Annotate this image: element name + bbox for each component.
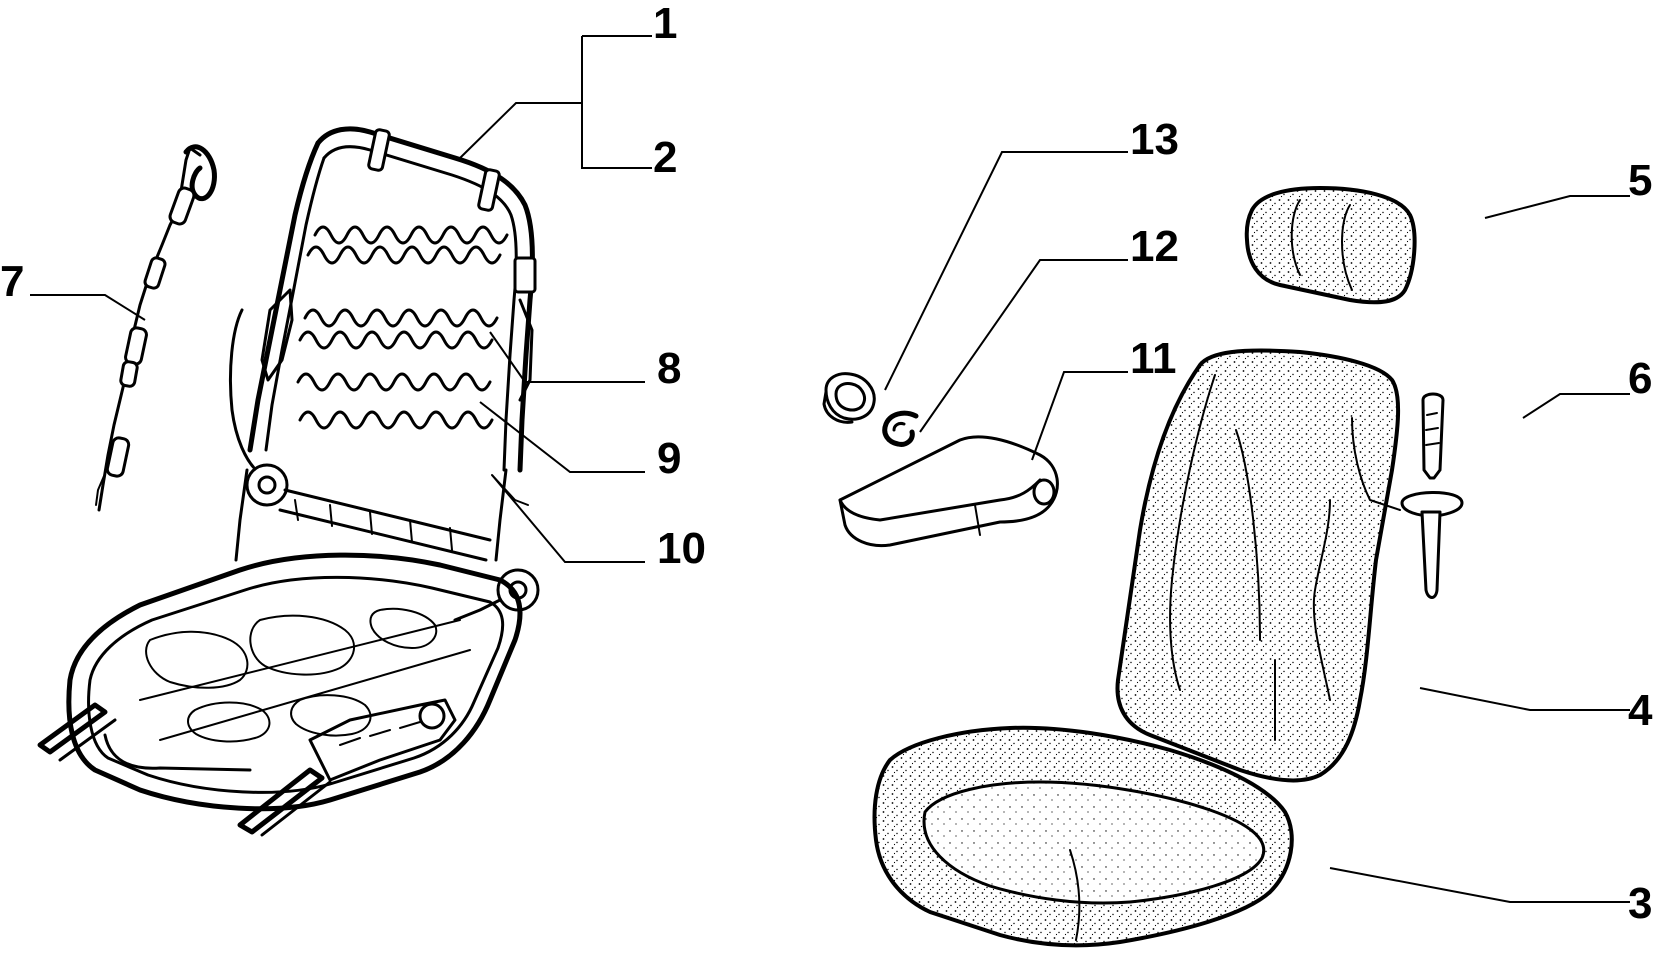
headrest-guide-part xyxy=(1400,392,1464,599)
headrest-part xyxy=(1244,186,1417,305)
callout-labels: 1 2 3 4 5 6 7 8 9 10 11 12 13 xyxy=(0,0,1653,928)
callout-5: 5 xyxy=(1628,156,1652,205)
callout-4: 4 xyxy=(1628,686,1653,735)
bushing-part xyxy=(822,372,876,424)
callout-2: 2 xyxy=(653,133,677,182)
armrest-block-part xyxy=(838,435,1059,548)
callout-10: 10 xyxy=(657,524,706,573)
backrest-frame xyxy=(228,126,540,612)
callout-9: 9 xyxy=(657,434,681,483)
callout-3: 3 xyxy=(1628,879,1652,928)
backrest-springs xyxy=(296,225,529,506)
clip-ring-part xyxy=(882,410,919,447)
callout-8: 8 xyxy=(657,344,681,393)
callout-7: 7 xyxy=(0,257,24,306)
callout-13: 13 xyxy=(1130,115,1179,164)
backrest-cushion-part xyxy=(1115,348,1401,783)
callout-12: 12 xyxy=(1130,222,1179,271)
callout-11: 11 xyxy=(1130,334,1177,383)
seat-pan-frame xyxy=(37,552,523,837)
seat-cushion-part xyxy=(872,725,1294,948)
callout-6: 6 xyxy=(1628,354,1652,403)
leader-lines xyxy=(30,35,1630,903)
seat-cable xyxy=(95,144,217,512)
callout-1: 1 xyxy=(653,0,677,48)
